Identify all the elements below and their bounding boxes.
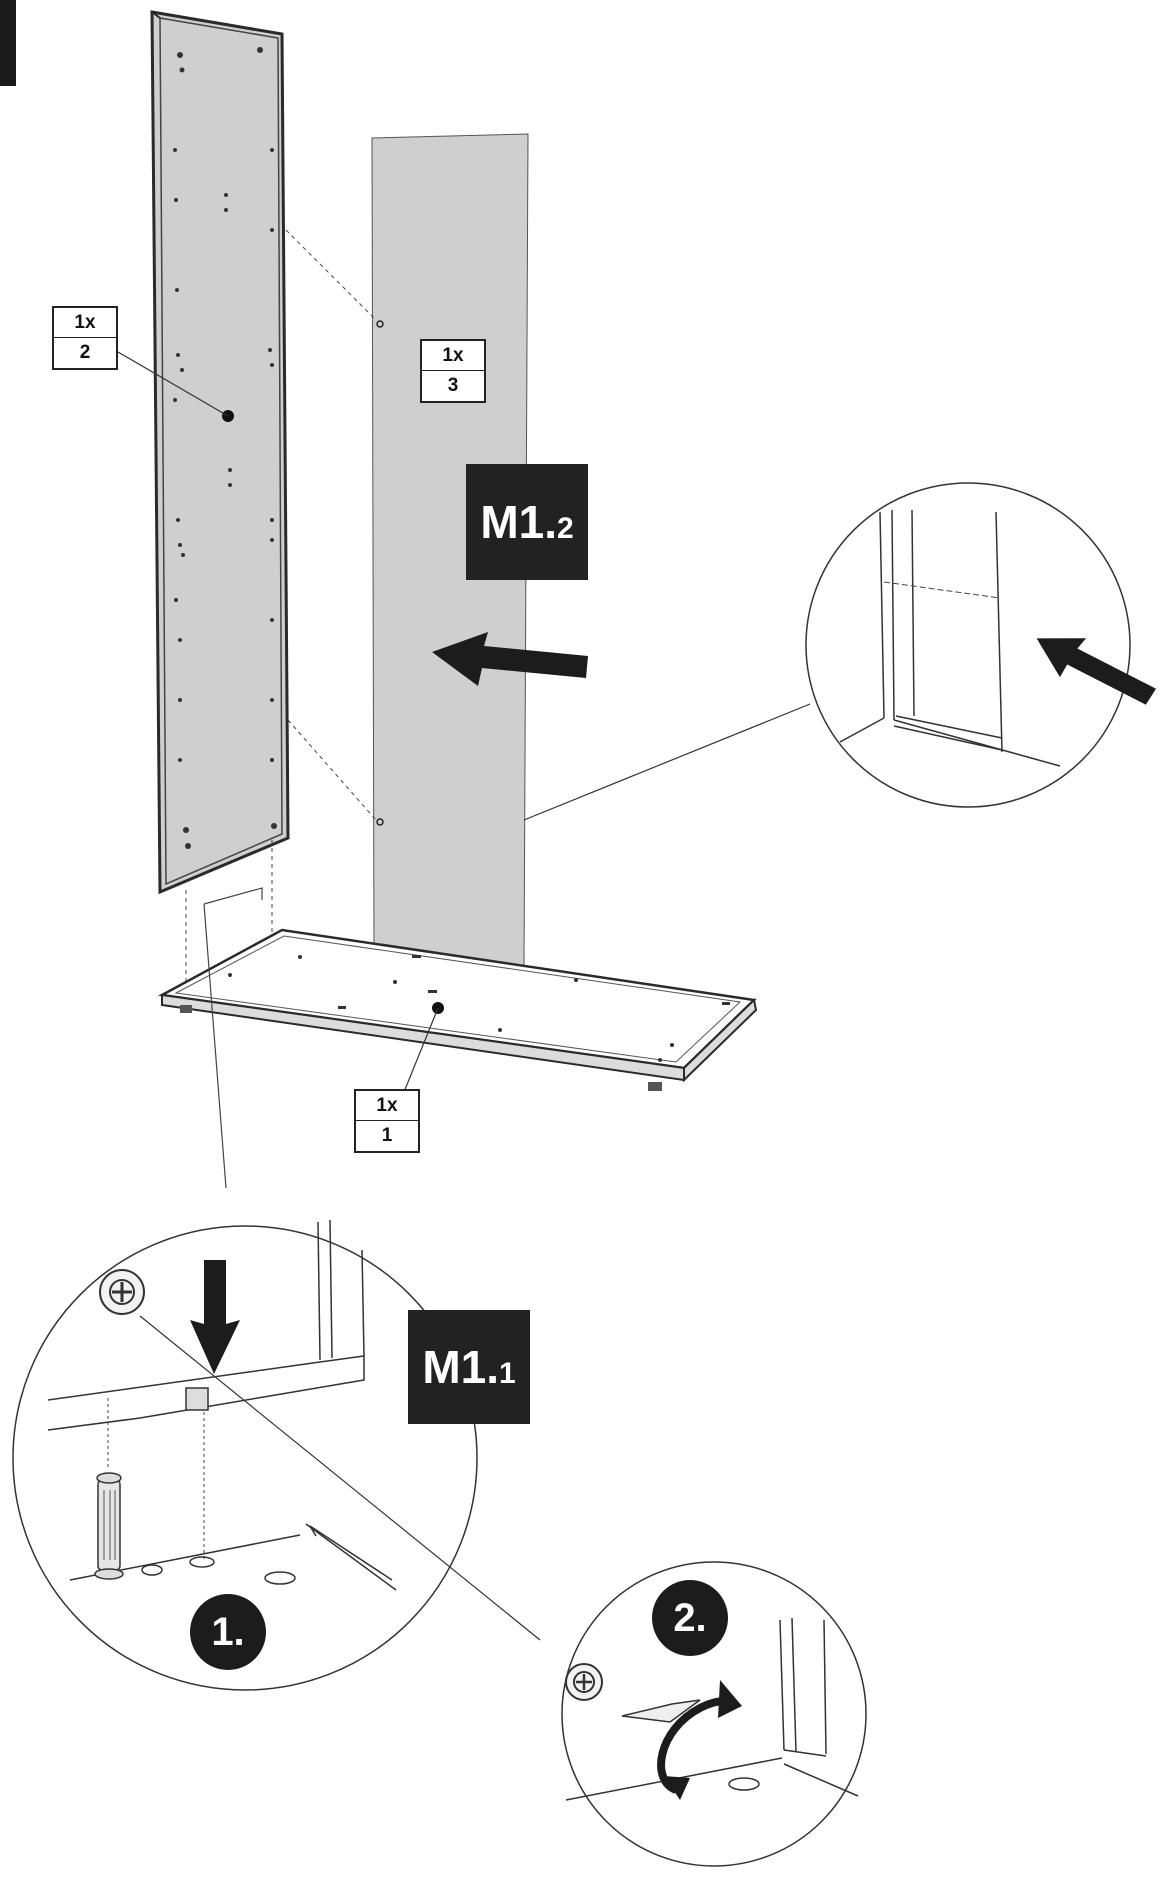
page-corner-tab [0, 0, 16, 86]
side-panel-2 [150, 10, 290, 895]
part-label-3: 1x 3 [420, 339, 486, 403]
rotate-arrow-icon [657, 1680, 742, 1800]
substep-1-label: 1. [211, 1609, 245, 1654]
step-tag-m1-2: M1.2 [466, 464, 588, 580]
step-tag-m1-1: M1.1 [408, 1310, 530, 1424]
zoom-detail-top [805, 482, 1156, 808]
part-number: 3 [447, 375, 459, 396]
arrow-left-icon [432, 632, 588, 686]
part-quantity: 1x [422, 341, 484, 371]
part-label-1: 1x 1 [354, 1089, 420, 1153]
substep-2-label: 2. [673, 1595, 707, 1640]
arrow-down-icon [190, 1260, 240, 1374]
substep-1-badge: 1. [190, 1594, 266, 1670]
substep-2-badge: 2. [652, 1580, 728, 1656]
step-tag-prefix: M1. [480, 496, 557, 548]
zoom-detail-camlock [561, 1561, 867, 1867]
step-tag-sub: 2 [557, 512, 574, 545]
cam-lock-icon [99, 1269, 145, 1315]
step-tag-prefix: M1. [422, 1341, 499, 1393]
part-quantity: 1x [54, 308, 116, 338]
step-tag-sub: 1 [499, 1357, 516, 1390]
part-quantity: 1x [356, 1091, 418, 1121]
part-number: 1 [381, 1125, 393, 1146]
base-panel-1 [158, 928, 758, 1091]
zoom-detail-dowel [12, 1219, 478, 1691]
part-label-2: 1x 2 [52, 306, 118, 370]
part-number: 2 [79, 342, 91, 363]
dowel-icon [94, 1472, 124, 1580]
